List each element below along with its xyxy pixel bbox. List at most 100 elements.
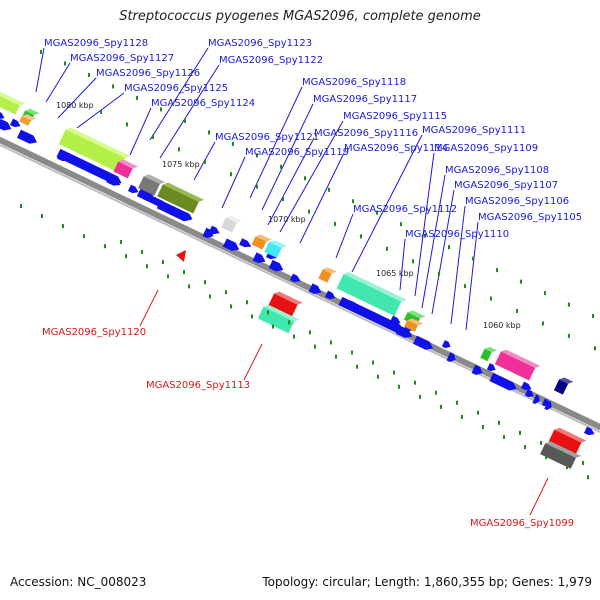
- gene-label[interactable]: MGAS2096_Spy1124: [151, 98, 255, 109]
- gene-box[interactable]: [138, 173, 166, 198]
- gene-arrow[interactable]: [9, 118, 22, 130]
- gene-arrow[interactable]: [524, 389, 535, 399]
- gene-box[interactable]: [257, 303, 300, 335]
- gene-arrow[interactable]: [239, 238, 253, 249]
- highlight-gene-label[interactable]: MGAS2096_Spy1099: [470, 518, 574, 529]
- gene-label[interactable]: MGAS2096_Spy1111: [422, 125, 526, 136]
- gene-label[interactable]: MGAS2096_Spy1115: [343, 111, 447, 122]
- gene-arrow[interactable]: [520, 381, 533, 393]
- grid-marker: [352, 199, 354, 204]
- gene-arrow[interactable]: [413, 335, 435, 353]
- gene-label[interactable]: MGAS2096_Spy1119: [245, 147, 349, 158]
- gene-label[interactable]: MGAS2096_Spy1116: [314, 128, 418, 139]
- gene-box[interactable]: [318, 266, 338, 285]
- gene-box[interactable]: [0, 90, 26, 116]
- grid-marker: [104, 244, 106, 249]
- grid-marker: [125, 254, 127, 259]
- gene-arrow[interactable]: [544, 400, 553, 412]
- gene-arrow[interactable]: [106, 175, 122, 188]
- gene-label[interactable]: MGAS2096_Spy1105: [478, 212, 582, 223]
- gene-label[interactable]: MGAS2096_Spy1125: [124, 83, 228, 94]
- gene-arrow[interactable]: [486, 363, 497, 373]
- gene-box[interactable]: [157, 181, 205, 215]
- gene-arrow[interactable]: [208, 225, 221, 237]
- gene-box[interactable]: [494, 348, 541, 382]
- gene-arrow[interactable]: [222, 238, 241, 253]
- gene-label[interactable]: MGAS2096_Spy1128: [44, 38, 148, 49]
- gene-label[interactable]: MGAS2096_Spy1109: [434, 143, 538, 154]
- gene-arrow[interactable]: [441, 340, 452, 350]
- gene-box[interactable]: [58, 126, 131, 174]
- gene-arrow[interactable]: [347, 300, 360, 312]
- gene-box[interactable]: [268, 290, 303, 318]
- gene-box[interactable]: [251, 233, 272, 252]
- gene-label[interactable]: MGAS2096_Spy1106: [465, 196, 569, 207]
- gene-arrow[interactable]: [141, 192, 168, 210]
- gene-arrow[interactable]: [0, 110, 6, 122]
- gene-arrow[interactable]: [583, 426, 596, 438]
- grid-marker: [146, 264, 148, 269]
- grid-marker: [424, 233, 426, 238]
- tick-label: 1060 kbp: [483, 321, 521, 330]
- gene-box[interactable]: [113, 158, 138, 180]
- grid-marker: [225, 290, 227, 295]
- gene-label[interactable]: MGAS2096_Spy1110: [405, 229, 509, 240]
- gene-box[interactable]: [19, 113, 37, 128]
- gene-arrow[interactable]: [532, 394, 541, 406]
- gene-arrow[interactable]: [127, 184, 140, 196]
- highlight-gene-marker[interactable]: [176, 250, 186, 262]
- gene-arrow[interactable]: [0, 118, 13, 133]
- gene-arrow[interactable]: [446, 352, 457, 364]
- gene-box[interactable]: [480, 345, 498, 363]
- gene-arrow[interactable]: [389, 315, 402, 327]
- leader-line: [335, 213, 354, 259]
- leader-line: [465, 221, 479, 331]
- grid-marker: [412, 259, 414, 264]
- gene-arrow[interactable]: [289, 273, 302, 285]
- gene-label[interactable]: MGAS2096_Spy1114: [344, 143, 448, 154]
- gene-label[interactable]: MGAS2096_Spy1121: [215, 132, 319, 143]
- grid-marker: [540, 440, 542, 445]
- grid-marker: [41, 214, 43, 219]
- highlight-gene-label[interactable]: MGAS2096_Spy1113: [146, 380, 250, 391]
- gene-label[interactable]: MGAS2096_Spy1112: [353, 204, 457, 215]
- gene-box[interactable]: [540, 440, 582, 471]
- gene-arrow[interactable]: [57, 152, 71, 163]
- grid-marker: [141, 250, 143, 255]
- gene-label[interactable]: MGAS2096_Spy1122: [219, 55, 323, 66]
- grid-marker: [160, 107, 162, 112]
- gene-label[interactable]: MGAS2096_Spy1127: [70, 53, 174, 64]
- gene-box[interactable]: [548, 426, 587, 456]
- gene-label[interactable]: MGAS2096_Spy1108: [445, 165, 549, 176]
- grid-marker: [568, 333, 570, 338]
- gene-label[interactable]: MGAS2096_Spy1123: [208, 38, 312, 49]
- gene-box[interactable]: [336, 270, 407, 317]
- gene-arrow[interactable]: [541, 398, 550, 408]
- gene-arrow[interactable]: [471, 364, 485, 377]
- gene-arrow[interactable]: [268, 259, 286, 274]
- grid-marker: [184, 118, 186, 123]
- gene-label[interactable]: MGAS2096_Spy1118: [302, 77, 406, 88]
- gene-arrow[interactable]: [181, 211, 194, 223]
- leader-line: [35, 47, 45, 93]
- gene-box[interactable]: [404, 317, 424, 334]
- gene-arrow[interactable]: [308, 283, 324, 296]
- gene-arrow[interactable]: [17, 129, 39, 147]
- gene-arrow[interactable]: [395, 325, 414, 340]
- highlight-gene-label[interactable]: MGAS2096_Spy1120: [42, 327, 146, 338]
- gene-label[interactable]: MGAS2096_Spy1117: [313, 94, 417, 105]
- gene-arrow[interactable]: [489, 372, 518, 393]
- gene-arrow[interactable]: [252, 252, 268, 265]
- gene-box[interactable]: [221, 214, 243, 234]
- leader-line: [431, 189, 455, 315]
- gene-box[interactable]: [264, 238, 288, 259]
- gene-arrow[interactable]: [56, 148, 123, 187]
- grid-marker: [20, 204, 22, 208]
- grid-marker: [256, 184, 258, 189]
- gene-arrow[interactable]: [324, 290, 337, 302]
- gene-box[interactable]: [553, 376, 574, 396]
- grid-marker: [568, 302, 570, 307]
- gene-label[interactable]: MGAS2096_Spy1107: [454, 180, 558, 191]
- gene-label[interactable]: MGAS2096_Spy1126: [96, 68, 200, 79]
